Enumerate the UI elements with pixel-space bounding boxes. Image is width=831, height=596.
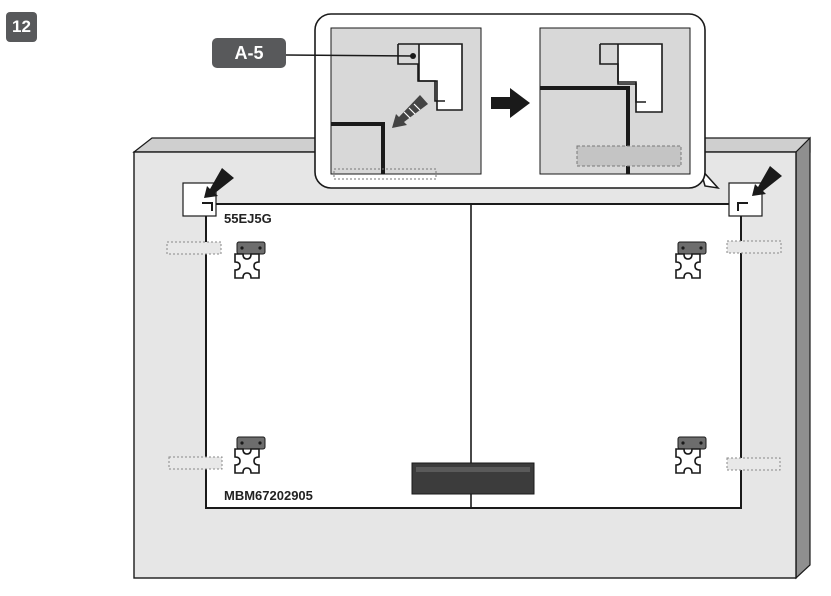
- part-label-a5: A-5: [212, 38, 286, 68]
- corner-guide-left: [182, 168, 234, 217]
- tape-strip-top-left: [166, 241, 222, 255]
- striped-arrow-icon: [392, 95, 428, 128]
- tape-strip-top-right: [726, 240, 782, 254]
- model-label: 55EJ5G: [224, 211, 272, 226]
- arrow-icon: [752, 166, 782, 196]
- arrow-right-icon: [491, 88, 530, 118]
- leader-line: [285, 54, 414, 57]
- arrow-icon: [204, 168, 234, 198]
- tape-strip-bottom-right: [726, 457, 781, 471]
- tape-strip-bottom-left: [168, 456, 223, 470]
- part-number-label: MBM67202905: [224, 488, 313, 503]
- detail-callout: [314, 13, 720, 190]
- corner-guide-right: [728, 166, 782, 217]
- detail-after: [539, 27, 691, 175]
- tape-strips: [166, 240, 782, 471]
- bottom-bar: [411, 462, 535, 495]
- detail-before: [330, 27, 482, 180]
- tv-back-panel: [205, 203, 742, 509]
- step-number-badge: 12: [6, 12, 37, 42]
